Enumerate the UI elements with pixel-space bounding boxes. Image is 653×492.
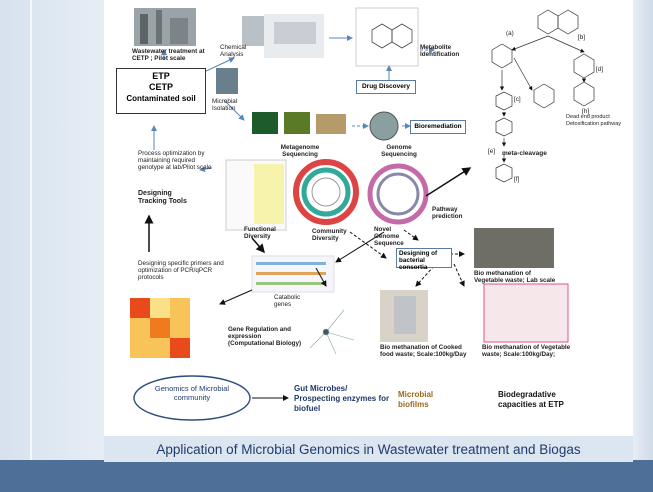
biomethanation-lab-label: Bio methanation of Vegetable waste; Lab … bbox=[474, 270, 556, 284]
tracking-label: Designing Tracking Tools bbox=[138, 190, 187, 205]
left-decorative-bar bbox=[0, 0, 104, 492]
pathway-label-c: [c] bbox=[514, 96, 521, 103]
etp-line-3: Contaminated soil bbox=[126, 94, 196, 103]
novel-genome-label: Novel Genome Sequence bbox=[374, 226, 404, 247]
meta-cleavage-label: meta-cleavage bbox=[502, 150, 547, 157]
microscopy-photo-1 bbox=[252, 112, 278, 134]
etp-box: ETP CETP Contaminated soil bbox=[116, 68, 206, 114]
pathway-label-d: [d] bbox=[596, 66, 604, 73]
pathway-label-f: [f] bbox=[514, 176, 520, 183]
metagenome-circle bbox=[293, 159, 359, 225]
left-stripe bbox=[30, 0, 32, 492]
metagenome-label: Metagenome Sequencing bbox=[280, 144, 320, 158]
etp-line-1: ETP bbox=[152, 71, 170, 81]
microbial-biofilms-label: Microbial biofilms bbox=[398, 390, 434, 409]
lab-scale-digester-photo bbox=[474, 228, 554, 268]
pathway-label-h: [h] bbox=[582, 108, 590, 115]
genome-circle bbox=[367, 163, 429, 225]
wwt-label: Wastewater treatment at CETP ; Pilot sca… bbox=[132, 48, 205, 62]
degradation-pathway bbox=[491, 9, 595, 183]
bioremediation-box: Bioremediation bbox=[410, 120, 466, 134]
gene-regulation-label: Gene Regulation and expression (Computat… bbox=[228, 326, 302, 347]
diagram-slide: Wastewater treatment at CETP ; Pilot sca… bbox=[104, 0, 633, 460]
drug-discovery-box: Drug Discovery bbox=[356, 80, 416, 94]
dead-end-label: Dead end product Detoxification pathway bbox=[566, 114, 622, 127]
community-label: Community Diversity bbox=[312, 228, 347, 242]
pathway-label-e: [e] bbox=[488, 148, 496, 155]
isolation-label: Microbial Isolation bbox=[212, 98, 238, 112]
microscopy-photo-2 bbox=[284, 112, 310, 134]
molecule-structure bbox=[355, 7, 419, 67]
slide-caption: Application of Microbial Genomics in Was… bbox=[104, 436, 633, 462]
metabolite-label: Metabolite Identification bbox=[420, 44, 460, 58]
petri-dish bbox=[369, 111, 399, 141]
biodegradative-label: Biodegradative capacities at ETP bbox=[498, 390, 564, 409]
gut-microbes-label: Gut Microbes/ Prospecting enzymes for bi… bbox=[294, 384, 390, 413]
gene-network bbox=[309, 309, 355, 355]
right-decorative-bar bbox=[633, 0, 653, 492]
pathway-label-a: (a) bbox=[506, 30, 514, 37]
genomics-ellipse bbox=[133, 375, 251, 421]
vegetable-digester-schematic bbox=[483, 283, 569, 343]
catabolic-label: Catabolic genes bbox=[274, 294, 301, 308]
pathway-label-b: [b] bbox=[578, 34, 586, 41]
process-label: Process optimization by maintaining requ… bbox=[138, 150, 212, 171]
pathway-label: Pathway prediction bbox=[432, 206, 463, 220]
etp-line-2: CETP bbox=[148, 82, 173, 92]
consortia-box: Designing of bacterial consortia bbox=[396, 248, 452, 271]
culture-photo bbox=[316, 114, 346, 134]
biomethanation-veg-label: Bio methanation of Vegetable waste; Scal… bbox=[482, 344, 571, 358]
functional-label: Functional Diversity bbox=[244, 226, 276, 240]
chem-label: Chemical Analysis bbox=[220, 44, 247, 58]
diagram-canvas bbox=[130, 7, 595, 421]
bottom-band bbox=[0, 460, 653, 492]
biomethanation-cooked-label: Bio methanation of Cooked food waste; Sc… bbox=[380, 344, 467, 358]
genome-label: Genome Sequencing bbox=[381, 144, 417, 158]
genomics-ellipse-label: Genomics of Microbial community bbox=[154, 384, 230, 402]
primers-label: Designing specific primers and optimizat… bbox=[138, 260, 224, 281]
isolation-photo bbox=[216, 68, 238, 94]
